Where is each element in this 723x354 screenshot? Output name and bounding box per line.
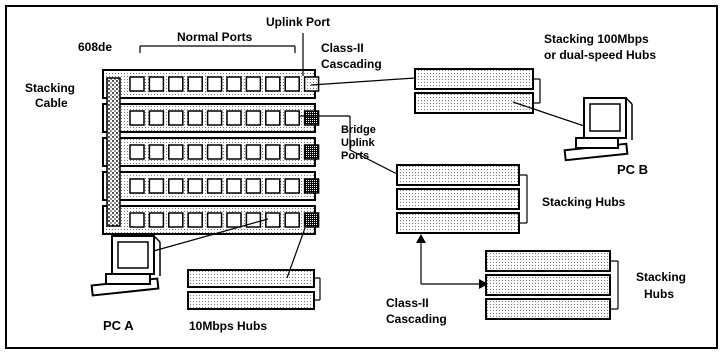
hub-10-1 xyxy=(187,269,315,288)
hub-mid-1 xyxy=(396,164,520,186)
normal-port xyxy=(265,110,281,126)
stacking-cable xyxy=(106,77,121,227)
bridge-uplink-port xyxy=(303,178,320,194)
normal-port xyxy=(226,212,242,228)
normal-port xyxy=(265,178,281,194)
hub-mid-2 xyxy=(396,188,520,210)
normal-port xyxy=(129,178,145,194)
normal-port xyxy=(265,76,281,92)
stacking-cable-label-2: Cable xyxy=(35,96,68,110)
normal-port xyxy=(226,76,242,92)
normal-ports-label: Normal Ports xyxy=(177,30,253,44)
bridge-link xyxy=(349,149,398,175)
normal-port xyxy=(168,144,184,160)
bridge-uplink-port xyxy=(303,212,320,228)
normal-port xyxy=(284,144,300,160)
normal-port xyxy=(206,212,223,228)
normal-port xyxy=(168,76,184,92)
normal-port xyxy=(187,212,203,228)
pc-a-link xyxy=(149,218,269,253)
stacking-hubs-right-label-1: Stacking xyxy=(636,270,686,284)
normal-port xyxy=(206,76,223,92)
normal-port xyxy=(168,178,184,194)
normal-port xyxy=(245,76,262,92)
normal-port xyxy=(226,144,242,160)
normal-port xyxy=(187,144,203,160)
normal-port xyxy=(284,76,300,92)
normal-port xyxy=(187,178,203,194)
bridge-uplink-label-3: Ports xyxy=(341,150,369,162)
stacking-cable-label-1: Stacking xyxy=(25,81,75,95)
normal-port xyxy=(129,144,145,160)
normal-port xyxy=(187,110,203,126)
hub-100-1 xyxy=(414,68,534,90)
pc-a-label: PC A xyxy=(103,318,134,333)
normal-port xyxy=(265,212,281,228)
normal-port xyxy=(148,178,165,194)
model-label: 608de xyxy=(78,40,112,54)
stacking-hubs-mid-label: Stacking Hubs xyxy=(542,195,626,209)
cascading-top-label-1: Class-II xyxy=(321,41,364,55)
cascading-top-label-2: Cascading xyxy=(321,57,382,71)
normal-port xyxy=(206,178,223,194)
stacking-100-label-1: Stacking 100Mbps xyxy=(544,32,649,46)
normal-port xyxy=(168,212,184,228)
pc-b-link xyxy=(512,101,591,129)
stacking-100mbps-hubs xyxy=(414,68,534,114)
bridge-uplink-port xyxy=(303,144,320,160)
normal-port xyxy=(129,212,145,228)
normal-port xyxy=(226,178,242,194)
normal-port xyxy=(148,212,165,228)
stacking-hubs-right-label-2: Hubs xyxy=(644,287,674,301)
uplink-port-label: Uplink Port xyxy=(266,15,330,29)
bridge-uplink-port xyxy=(303,110,320,126)
bridge-uplink-label-1: Bridge xyxy=(341,124,376,136)
stacking-100-label-2: or dual-speed Hubs xyxy=(544,48,656,62)
cascading-bottom-label-2: Cascading xyxy=(386,312,447,326)
normal-port xyxy=(129,76,145,92)
connections xyxy=(139,33,619,310)
cascading-bottom-label-1: Class-II xyxy=(386,296,429,310)
normal-port xyxy=(284,110,300,126)
normal-port xyxy=(148,110,165,126)
diagram-labels: 608de Normal Ports Uplink Port Class-II … xyxy=(25,15,686,333)
arrowheads xyxy=(416,234,488,289)
uplink-port xyxy=(303,76,320,92)
port-cells xyxy=(129,76,320,228)
arrow-right-head xyxy=(479,279,488,289)
hubs-10mbps xyxy=(187,269,315,310)
normal-port xyxy=(206,144,223,160)
hubs-10mbps-label: 10Mbps Hubs xyxy=(189,319,267,333)
pc-b-label: PC B xyxy=(617,162,648,177)
normal-port xyxy=(245,110,262,126)
normal-port xyxy=(284,178,300,194)
hub-right-2 xyxy=(485,274,611,296)
stacking-hubs-mid xyxy=(396,164,520,234)
normal-port xyxy=(148,76,165,92)
normal-port xyxy=(187,76,203,92)
normal-port xyxy=(265,144,281,160)
hub-mid-3 xyxy=(396,212,520,234)
stacking-hubs-right xyxy=(485,250,611,320)
normal-port xyxy=(226,110,242,126)
bridge-uplink-label-2: Uplink xyxy=(341,137,375,149)
normal-port xyxy=(245,144,262,160)
normal-port xyxy=(148,144,165,160)
hub-right-3 xyxy=(485,298,611,320)
normal-port xyxy=(168,110,184,126)
normal-port xyxy=(206,110,223,126)
arrow-up-head xyxy=(416,234,426,243)
normal-port xyxy=(245,178,262,194)
hub-10-link xyxy=(286,227,306,279)
pc-b-icon xyxy=(563,97,633,162)
switch-stack xyxy=(102,69,320,235)
pc-a-icon xyxy=(90,235,161,297)
cascade-link-top xyxy=(310,77,416,86)
hub-10-2 xyxy=(187,291,315,310)
hub-right-1 xyxy=(485,250,611,272)
normal-port xyxy=(129,110,145,126)
normal-port xyxy=(284,212,300,228)
